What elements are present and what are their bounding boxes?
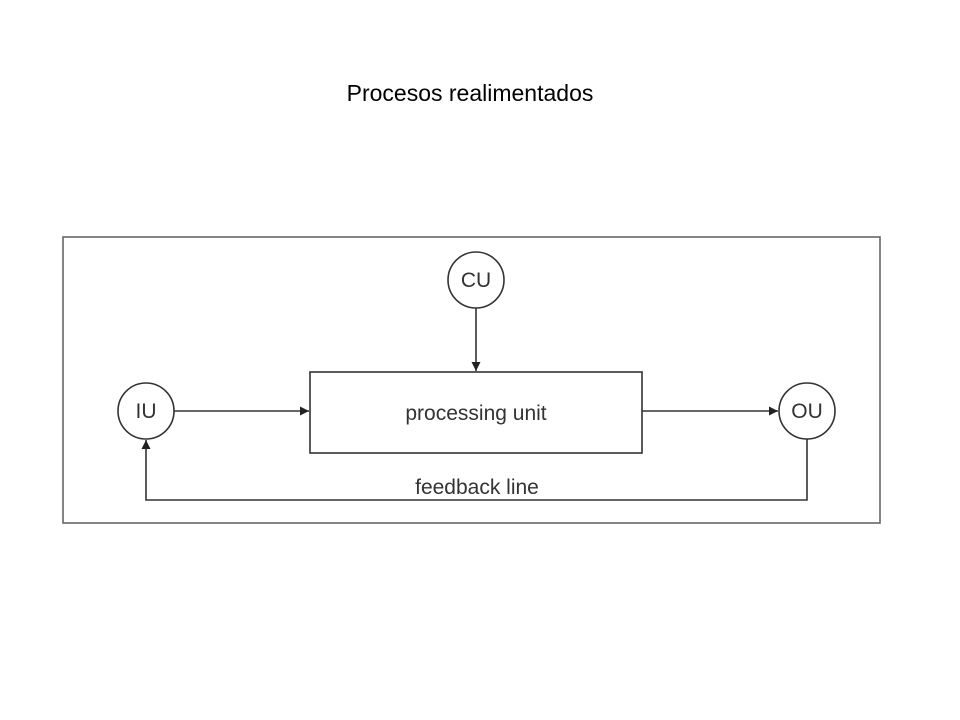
processing-unit-node: processing unit [309, 371, 643, 454]
slide-title: Procesos realimentados [346, 80, 594, 106]
output-unit-node: OU [778, 382, 836, 440]
feedback-line-label: feedback line [415, 476, 539, 499]
diagram-frame [62, 236, 881, 524]
processing-unit-label: processing unit [405, 402, 546, 425]
control-unit-node: CU [447, 251, 505, 309]
feedback-line-arrow [141, 439, 808, 501]
control-unit-label: CU [461, 269, 491, 292]
output-unit-label: OU [791, 400, 823, 423]
input-unit-label: IU [136, 400, 157, 423]
input-unit-node: IU [117, 382, 175, 440]
